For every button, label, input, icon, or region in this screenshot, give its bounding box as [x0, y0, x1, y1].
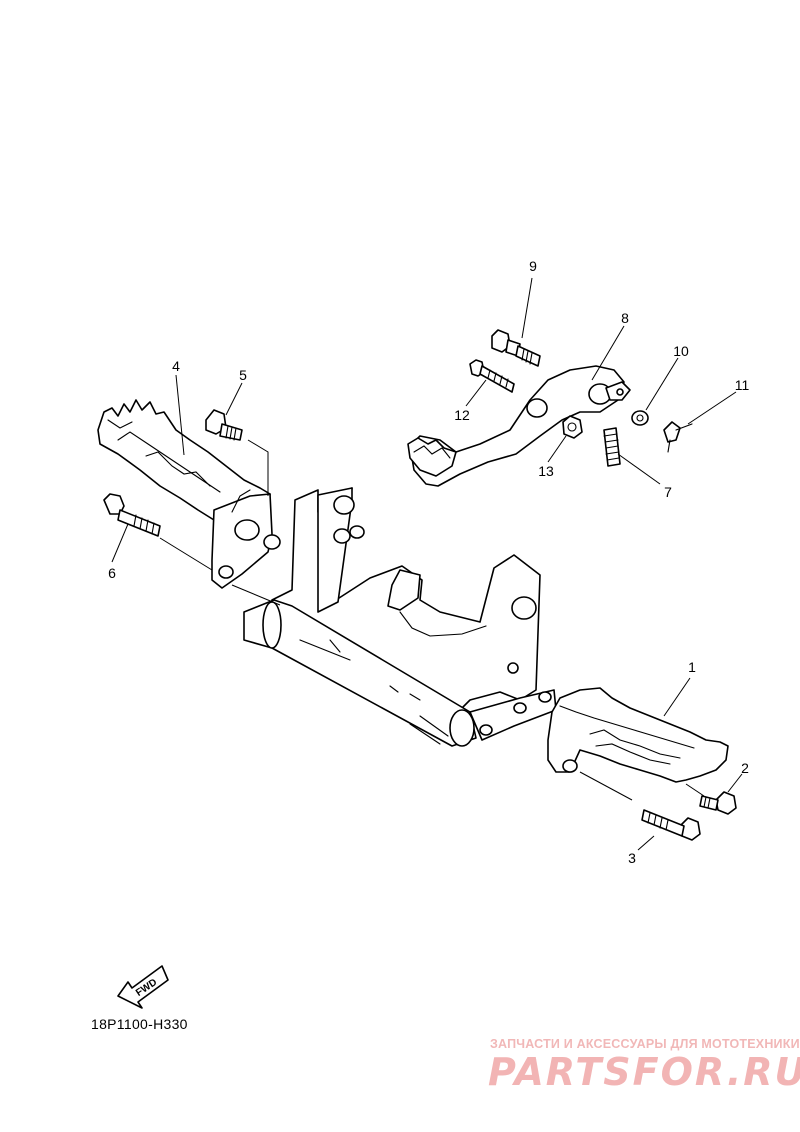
callout-12: 12	[454, 407, 470, 423]
left-footrest	[97, 399, 281, 589]
callout-8: 8	[621, 310, 629, 326]
bolt-6	[103, 493, 161, 537]
diagram-code: 18P1100-H330	[91, 1016, 188, 1032]
callout-4: 4	[172, 358, 180, 374]
callout-1: 1	[688, 659, 696, 675]
callout-9: 9	[529, 258, 537, 274]
callout-7: 7	[664, 484, 672, 500]
callout-2: 2	[741, 760, 749, 776]
brake-pedal	[407, 365, 631, 487]
callout-6: 6	[108, 565, 116, 581]
bolt-9	[491, 329, 541, 367]
watermark-logo: PARTSFOR.RU	[488, 1050, 800, 1094]
bolt-3	[641, 809, 701, 841]
right-footrest	[547, 687, 729, 783]
bolt-12	[469, 359, 515, 393]
callout-13: 13	[538, 463, 554, 479]
callout-11: 11	[735, 377, 750, 393]
callout-3: 3	[628, 850, 636, 866]
leader-lines	[111, 277, 743, 851]
watermark-caption: ЗАПЧАСТИ И АКСЕССУАРЫ ДЛЯ МОТОТЕХНИКИ	[490, 1037, 800, 1051]
bolt-2	[699, 791, 737, 815]
callout-10: 10	[673, 343, 689, 359]
spring-7	[603, 427, 621, 467]
fwd-arrow-icon: FWD	[117, 965, 169, 1009]
washer-10	[631, 410, 649, 426]
bolt-5	[205, 409, 243, 441]
nut-13	[562, 415, 583, 439]
callouts: 1 2 3 4 5 6 7 8 9 10 11 12 13	[108, 258, 749, 866]
callout-5: 5	[239, 367, 247, 383]
pin-11	[663, 421, 693, 453]
frame	[243, 487, 557, 747]
